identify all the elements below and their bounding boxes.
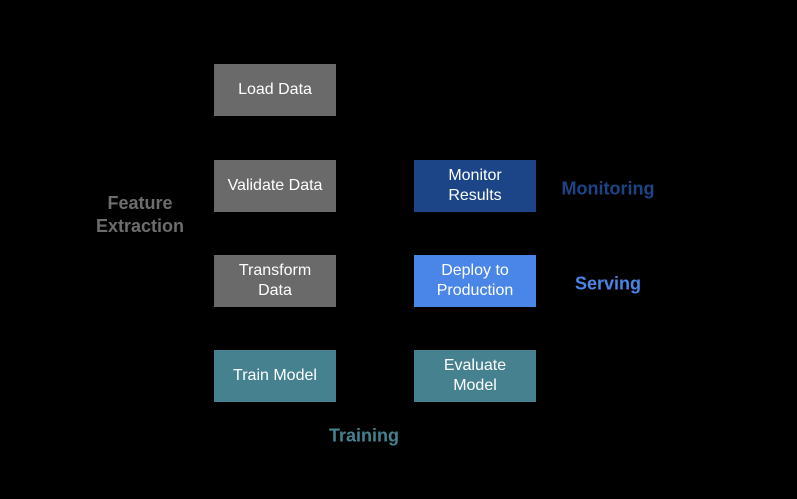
node-train-model-label: Train Model [233,367,317,384]
node-evaluate-model-label: Evaluate Model [443,357,507,394]
stage-label-training: Training [328,425,400,446]
node-transform-data: Transform Data [214,255,336,307]
node-monitor-results-label: Monitor Results [448,167,502,204]
node-load-data-label: Load Data [238,81,312,98]
node-transform-data-label: Transform Data [238,262,312,299]
node-validate-data: Validate Data [214,160,336,212]
stage-label-feature-extraction: Feature Extraction [95,193,185,236]
node-validate-data-label: Validate Data [227,177,323,194]
node-deploy-to-production-label: Deploy to Production [436,262,514,299]
stage-label-serving: Serving [574,273,642,294]
node-monitor-results: Monitor Results [414,160,536,212]
node-load-data: Load Data [214,64,336,116]
stage-label-monitoring: Monitoring [561,178,655,199]
node-train-model: Train Model [214,350,336,402]
node-evaluate-model: Evaluate Model [414,350,536,402]
node-deploy-to-production: Deploy to Production [414,255,536,307]
